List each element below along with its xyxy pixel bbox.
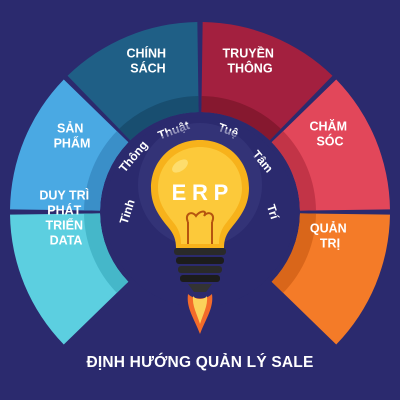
segment-cham-soc: CHĂM SÓC [271,79,390,211]
socket-ring-3 [178,266,222,273]
segment-inner-band [271,131,316,211]
footer-title: ĐỊNH HƯỚNG QUẢN LÝ SALE [86,353,313,371]
socket-ring-2 [176,257,224,264]
bulb-highlight [172,159,188,173]
segment-san-pham-label: SẢN PHẨM [54,121,91,151]
segment-truyen-thong: TRUYỀN THÔNG [201,22,333,141]
flame-inner [192,296,208,324]
segment-inner-band [84,213,129,293]
socket-ring-1 [174,248,226,255]
segment-inner-band [271,213,316,293]
erp-letter-e: E [172,180,187,205]
segment-ring: SẢN PHẨM CHÍNH SÁCH TRUYỀN THÔNG CHĂM SÓ… [10,22,390,345]
segment-quan-tri: QUẢN TRỊ [271,213,390,345]
segment-cham-soc-label: CHĂM SÓC [310,119,351,149]
segment-duy-tri: DUY TRÌ PHÁT TRIỂN DATA [10,188,129,345]
socket-ring-4 [180,275,220,282]
segment-inner-band [119,96,199,141]
erp-letter-r: R [192,180,208,205]
segment-chinh-sach: CHÍNH SÁCH [67,22,199,141]
erp-letter-p: P [214,180,229,205]
segment-inner-band [201,96,281,141]
segment-truyen-thong-label: TRUYỀN THÔNG [223,46,278,76]
ring-word-tri: Trí [264,203,282,222]
socket-tip [188,284,212,292]
segment-duy-tri-label: DUY TRÌ PHÁT TRIỂN DATA [39,188,92,248]
segment-quan-tri-label: QUẢN TRỊ [310,221,350,251]
filament [186,210,214,244]
segment-inner-band [84,131,129,211]
segment-chinh-sach-label: CHÍNH SÁCH [126,46,169,76]
segment-san-pham: SẢN PHẨM [10,79,129,211]
lightbulb-icon: E R P [138,123,262,334]
